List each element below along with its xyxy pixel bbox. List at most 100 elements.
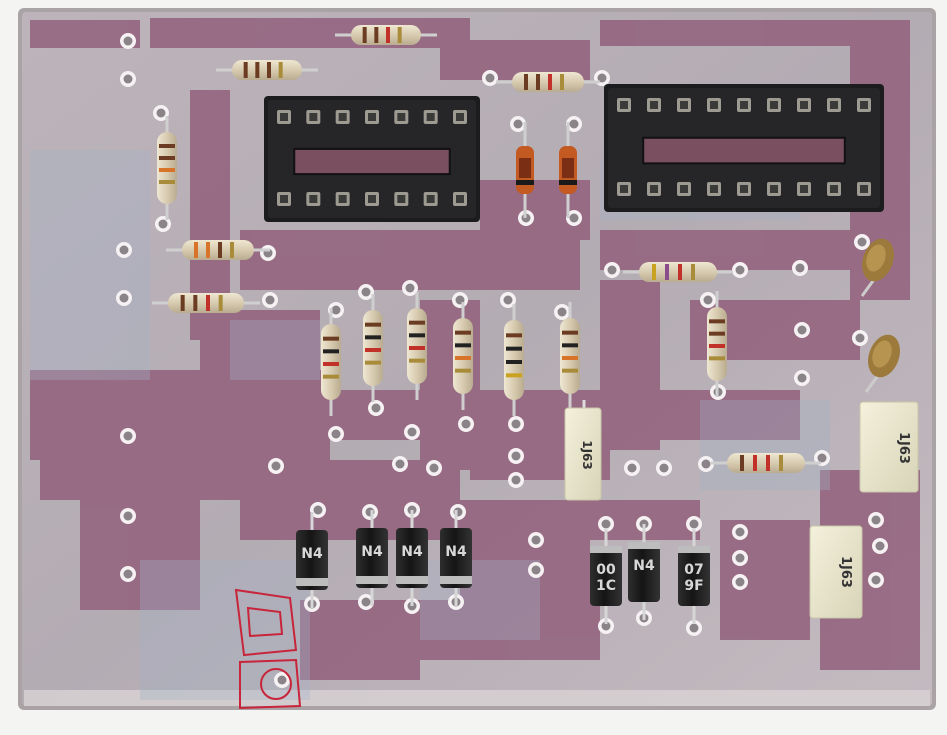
diode-marking-line2: 9F: [684, 578, 703, 594]
color-band: [709, 319, 725, 324]
diode-marking-line2: 1C: [596, 578, 616, 594]
pad: [358, 284, 374, 300]
cathode-band: [678, 546, 710, 553]
glass-diode: [559, 122, 577, 218]
pad: [566, 210, 582, 226]
resistor: [711, 453, 821, 473]
resistor: [623, 262, 733, 282]
pad: [120, 566, 136, 582]
color-band: [206, 242, 210, 258]
resistor: [707, 291, 727, 397]
resistors: [152, 25, 821, 473]
color-band: [691, 264, 695, 280]
color-band: [562, 330, 578, 335]
color-band: [506, 346, 522, 351]
color-band: [374, 27, 379, 43]
cathode-band: [440, 576, 472, 584]
cathode-band: [628, 542, 660, 549]
color-band: [562, 356, 578, 360]
ceramic-capacitors: [860, 238, 900, 393]
diode-marking: N4: [445, 544, 467, 560]
color-band: [536, 74, 540, 90]
pad: [368, 400, 384, 416]
color-band: [766, 455, 770, 471]
color-band: [409, 346, 425, 350]
pad: [402, 280, 418, 296]
pad: [452, 292, 468, 308]
color-band: [255, 62, 260, 78]
color-band: [397, 27, 402, 43]
drill-holes: [116, 33, 888, 688]
color-band: [386, 27, 390, 43]
pad: [656, 460, 672, 476]
color-band: [278, 62, 283, 78]
pad: [732, 262, 748, 278]
color-band: [193, 295, 198, 311]
pen-sketch: [234, 588, 302, 710]
resistor: [321, 308, 341, 416]
color-band: [180, 295, 185, 311]
resistor: [504, 304, 524, 416]
ic-socket-18pin: [604, 84, 884, 212]
color-band: [409, 358, 425, 363]
color-band: [218, 295, 223, 311]
color-band: [243, 62, 248, 78]
power-diode: N4: [396, 510, 428, 606]
diode-marking: N4: [361, 544, 383, 560]
color-band: [365, 348, 381, 352]
color-band: [524, 74, 528, 90]
color-band: [455, 330, 471, 335]
pad: [868, 572, 884, 588]
color-band: [159, 168, 175, 172]
film-capacitor: 1J63: [564, 400, 602, 501]
pad: [732, 550, 748, 566]
color-band: [506, 333, 522, 338]
color-band: [365, 360, 381, 365]
pad: [260, 245, 276, 261]
ceramic-capacitor: [864, 334, 900, 393]
pad: [566, 116, 582, 132]
ceramic-capacitor: [860, 238, 894, 297]
capacitor-marking: 1J63: [580, 440, 594, 470]
resistor: [407, 292, 427, 400]
pad: [508, 472, 524, 488]
power-diode: N4: [628, 524, 660, 620]
color-band: [206, 295, 210, 311]
pad: [508, 448, 524, 464]
color-band: [709, 331, 725, 336]
pad: [482, 70, 498, 86]
diode-marking: N4: [401, 544, 423, 560]
pad: [274, 672, 290, 688]
color-band: [365, 322, 381, 327]
diode-marking: N4: [633, 558, 655, 574]
resistor: [560, 302, 580, 410]
pad: [404, 424, 420, 440]
color-band: [365, 335, 381, 340]
capacitor-marking: 1J63: [896, 432, 911, 464]
film-capacitors: 1J63 1J63 1J63: [564, 400, 919, 619]
pad: [686, 620, 702, 636]
color-band: [159, 144, 175, 148]
resistor: [335, 25, 437, 45]
diode-marking: N4: [301, 546, 323, 562]
color-band: [409, 320, 425, 325]
cathode-band: [559, 180, 577, 185]
pad: [508, 416, 524, 432]
diode-marking: 00: [596, 562, 616, 578]
color-band: [323, 362, 339, 366]
cathode-band: [296, 578, 328, 586]
color-band: [709, 344, 725, 348]
resistor: [166, 240, 270, 260]
resistor: [496, 72, 600, 92]
pad: [450, 504, 466, 520]
cathode-band: [516, 180, 534, 185]
cathode-band: [590, 546, 622, 553]
pad: [310, 502, 326, 518]
color-band: [506, 360, 522, 364]
resistor: [363, 294, 383, 402]
pad: [155, 216, 171, 232]
glass-diode: [516, 122, 534, 218]
pad: [732, 524, 748, 540]
pad: [116, 242, 132, 258]
